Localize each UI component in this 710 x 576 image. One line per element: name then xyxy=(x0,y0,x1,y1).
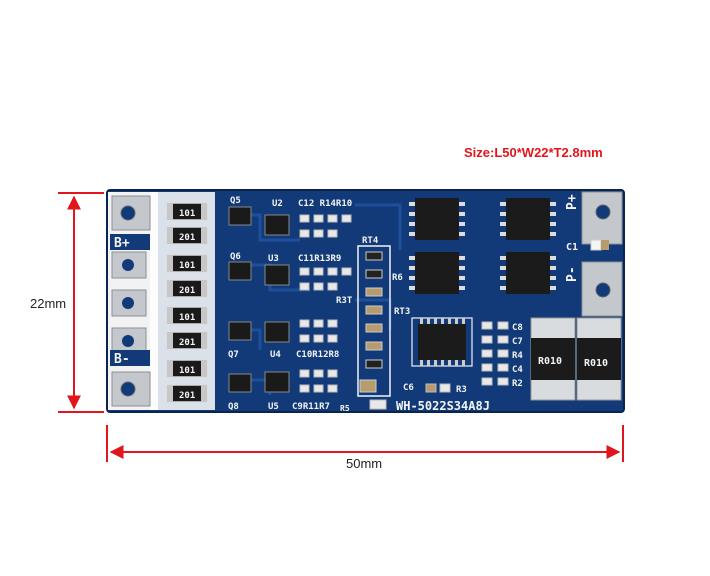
resistor-label: 201 xyxy=(179,338,195,348)
row2-label: C11R13R9 xyxy=(298,254,341,264)
resistor-label: 101 xyxy=(179,313,195,323)
passive-components xyxy=(299,214,352,393)
ic-support-passives xyxy=(425,321,509,393)
resistor-label: 101 xyxy=(179,209,195,219)
p-minus-label: P- xyxy=(565,266,580,282)
width-dimension-line xyxy=(106,425,624,462)
size-caption: Size:L50*W22*T2.8mm xyxy=(464,145,603,160)
resistor-label: 201 xyxy=(179,391,195,401)
u3-label: U3 xyxy=(268,254,279,264)
width-dimension-label: 50mm xyxy=(346,456,383,471)
row3-label: C10R12R8 xyxy=(296,350,339,360)
shunt-label-1: R010 xyxy=(538,356,562,367)
resistor-label: 101 xyxy=(179,366,195,376)
u2-label: U2 xyxy=(272,199,283,209)
resistor-label: 201 xyxy=(179,286,195,296)
row4-label: C9R11R7 xyxy=(292,402,330,412)
resistor-label: 101 xyxy=(179,261,195,271)
u4-label: U4 xyxy=(270,350,281,360)
c7-label: C7 xyxy=(512,337,523,347)
row1-label: C12 R14R10 xyxy=(298,199,352,209)
u5-label: U5 xyxy=(268,402,279,412)
protection-ic xyxy=(411,317,473,367)
resistor-label: 201 xyxy=(179,233,195,243)
right-connector-pads xyxy=(581,191,623,317)
c8-label: C8 xyxy=(512,323,523,333)
c1-label: C1 xyxy=(566,242,578,253)
r5-label: R5 xyxy=(340,404,350,413)
r3t-label: R3T xyxy=(336,296,353,306)
height-dimension-line xyxy=(58,192,104,413)
board-model-label: WH-5022S34A8J xyxy=(396,399,490,413)
shunt-resistors xyxy=(530,317,622,401)
shunt-label-2: R010 xyxy=(584,358,608,369)
r6-label: R6 xyxy=(392,273,403,283)
resistor-column: 101 201 101 201 101 201 101 201 xyxy=(166,202,208,403)
b-minus-label: B- xyxy=(114,352,130,367)
rt3-label: RT3 xyxy=(394,307,410,317)
c4-label: C4 xyxy=(512,365,523,375)
height-dimension-label: 22mm xyxy=(30,296,67,311)
r4-label: R4 xyxy=(512,351,523,361)
rt4-label: RT4 xyxy=(362,236,379,246)
c6-label: C6 xyxy=(403,383,414,393)
q5-label: Q5 xyxy=(230,196,241,206)
q7-label: Q7 xyxy=(228,350,239,360)
r3-label: R3 xyxy=(456,385,467,395)
p-plus-label: P+ xyxy=(565,194,580,210)
r2-label: R2 xyxy=(512,379,523,389)
transistor-groups xyxy=(228,206,290,393)
q6-label: Q6 xyxy=(230,252,241,262)
mosfet-chips xyxy=(409,198,556,294)
center-component-column xyxy=(357,245,391,410)
b-plus-label: B+ xyxy=(114,236,130,251)
q8-label: Q8 xyxy=(228,402,239,412)
